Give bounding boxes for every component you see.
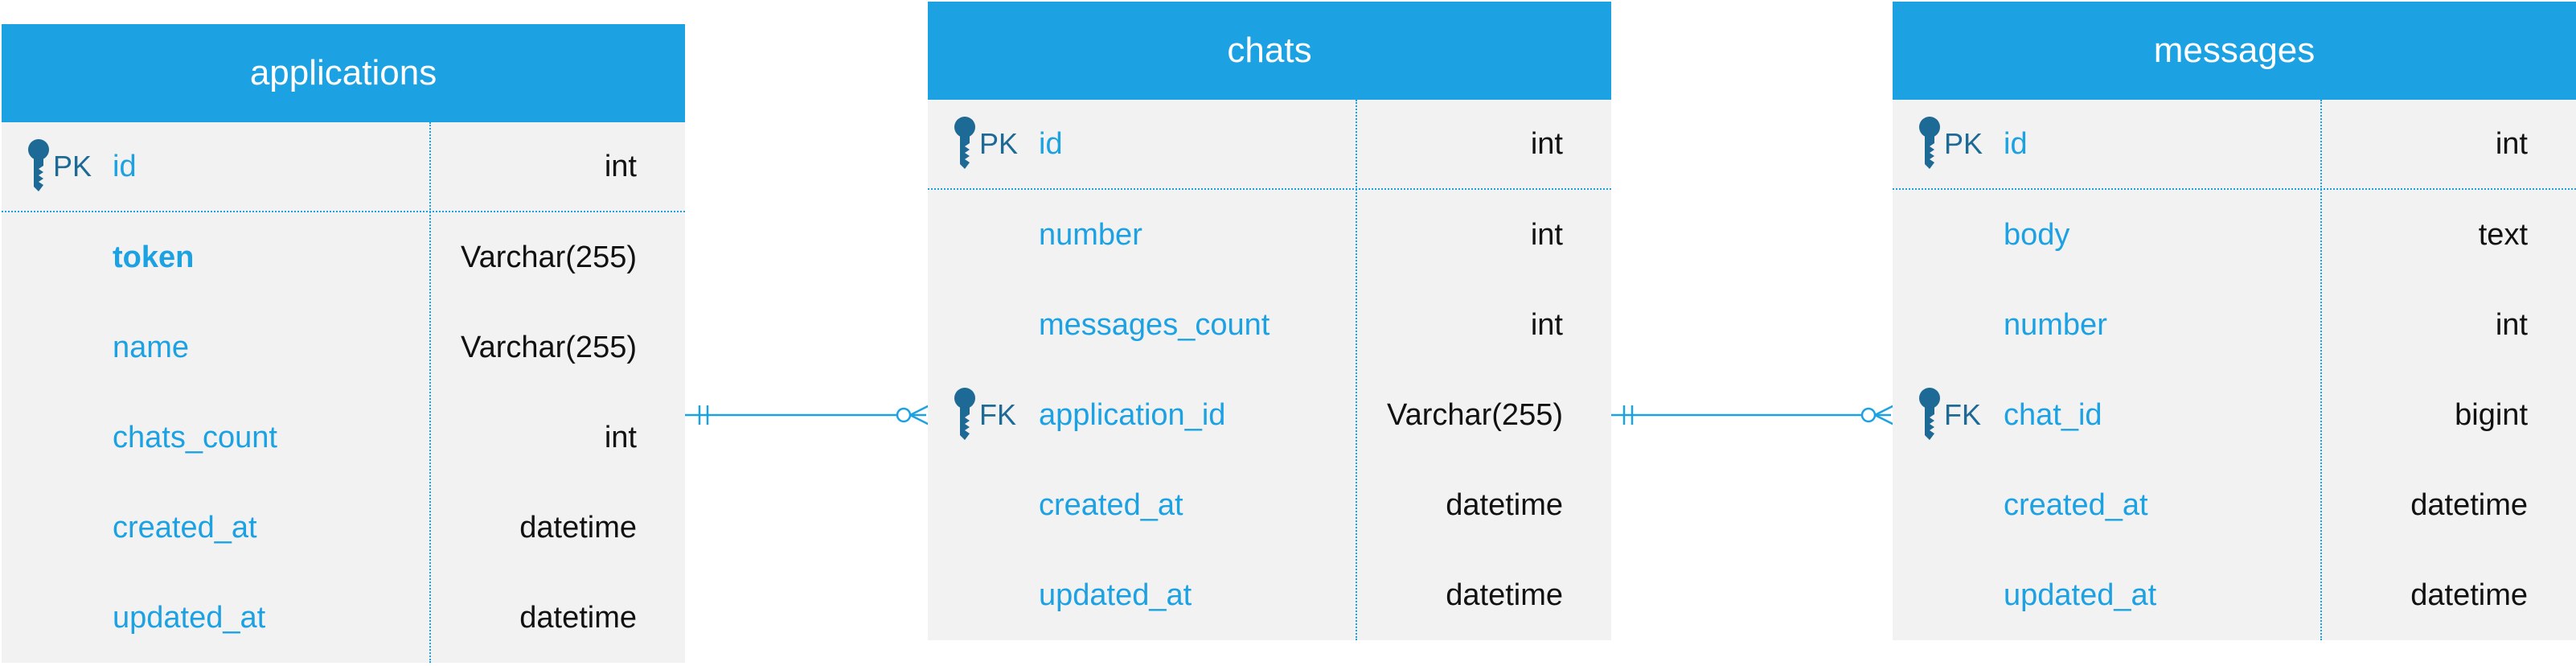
field-name: body [2004,217,2070,252]
key-icon [954,117,975,169]
entity-fields: PK id int number int messages_count int … [928,100,1611,640]
field-name: updated_at [2004,578,2157,612]
key-icon [954,388,975,440]
field-row-updated-at[interactable]: updated_at datetime [928,550,1611,640]
field-row-id[interactable]: PK id int [1893,100,2576,190]
field-name: created_at [113,510,257,545]
entity-fields: PK id int body text number int FK chat_i… [1893,100,2576,640]
field-type: int [604,420,637,454]
key-label: PK [1944,127,1983,160]
key-cell: PK [950,100,1018,188]
field-name: application_id [1039,397,1226,432]
field-name: name [113,330,190,364]
entity-fields: PK id int token Varchar(255) name Varcha… [2,122,685,663]
field-type: int [604,149,637,183]
field-type: int [1530,126,1563,161]
key-cell: FK [950,370,1016,460]
field-name: number [1039,217,1142,252]
column-divider [429,122,431,663]
field-type: bigint [2455,397,2528,432]
field-row-chat-id[interactable]: FK chat_id bigint [1893,370,2576,460]
field-row-id[interactable]: PK id int [928,100,1611,190]
field-name: number [2004,307,2107,342]
field-type: datetime [1446,578,1563,612]
key-icon [1919,117,1940,169]
key-label: FK [1944,398,1982,431]
field-type: Varchar(255) [461,240,637,274]
field-row-created-at[interactable]: created_at datetime [928,460,1611,550]
entity-title: messages [1893,2,2576,100]
key-icon [1919,388,1940,440]
field-name: created_at [1039,487,1183,522]
field-type: datetime [519,600,637,635]
field-row-updated-at[interactable]: updated_at datetime [2,573,685,663]
field-row-messages-count[interactable]: messages_count int [928,280,1611,370]
field-row-created-at[interactable]: created_at datetime [1893,460,2576,550]
key-cell: PK [24,122,92,211]
field-row-application-id[interactable]: FK application_id Varchar(255) [928,370,1611,460]
field-row-token[interactable]: token Varchar(255) [2,212,685,302]
field-type: int [2495,307,2528,342]
field-row-number[interactable]: number int [928,190,1611,280]
field-name: id [1039,126,1063,161]
entity-chats[interactable]: chats PK id int number int messages_coun… [928,2,1611,640]
field-type: datetime [1446,487,1563,522]
field-type: datetime [519,510,637,545]
field-type: Varchar(255) [1387,397,1563,432]
field-name: chats_count [113,420,277,454]
key-cell: FK [1915,370,1981,460]
field-row-body[interactable]: body text [1893,190,2576,280]
field-row-created-at[interactable]: created_at datetime [2,483,685,573]
relationship-chats-messages [1610,404,1895,426]
field-name: chat_id [2004,397,2102,432]
key-icon [28,139,49,191]
entity-title: applications [2,24,685,122]
relationship-applications-chats [685,404,930,426]
field-row-number[interactable]: number int [1893,280,2576,370]
column-divider [1356,100,1357,640]
field-type: Varchar(255) [461,330,637,364]
field-row-updated-at[interactable]: updated_at datetime [1893,550,2576,640]
field-name: created_at [2004,487,2148,522]
field-name: updated_at [113,600,266,635]
key-label: FK [979,398,1017,431]
column-divider [2320,100,2322,640]
entity-applications[interactable]: applications PK id int token Varchar(255… [2,24,685,663]
field-type: text [2478,217,2528,252]
field-name: id [113,149,137,183]
field-name: id [2004,126,2028,161]
key-cell: PK [1915,100,1983,188]
key-label: PK [979,127,1019,160]
field-type: datetime [2410,578,2528,612]
field-type: int [1530,217,1563,252]
field-row-chats-count[interactable]: chats_count int [2,393,685,483]
field-type: datetime [2410,487,2528,522]
entity-messages[interactable]: messages PK id int body text number int [1893,2,2576,640]
key-label: PK [53,150,92,183]
field-row-id[interactable]: PK id int [2,122,685,212]
field-type: int [1530,307,1563,342]
field-name: token [113,240,195,274]
field-type: int [2495,126,2528,161]
entity-title: chats [928,2,1611,100]
field-name: updated_at [1039,578,1192,612]
field-row-name[interactable]: name Varchar(255) [2,302,685,393]
field-name: messages_count [1039,307,1270,342]
